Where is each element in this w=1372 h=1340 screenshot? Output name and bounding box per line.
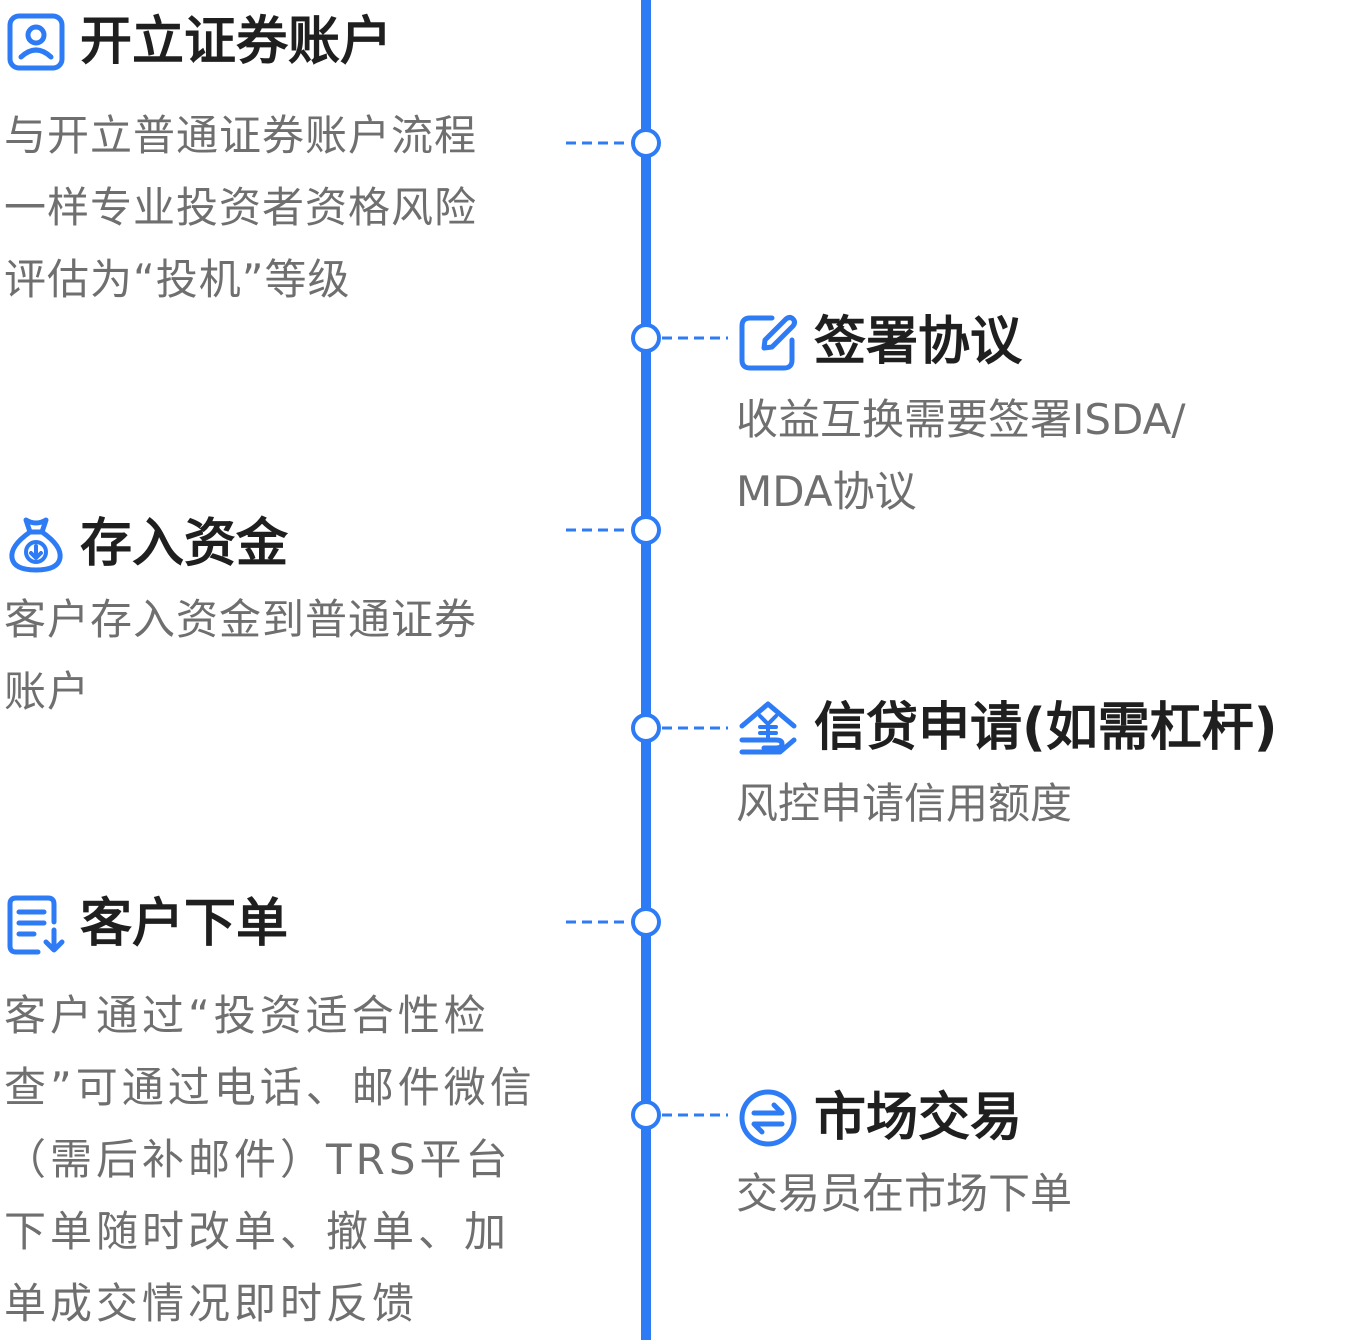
- node-6: [631, 1100, 661, 1130]
- step-open-account: 开立证券账户 与开立普通证券账户流程 一样专业投资者资格风险 评估为“投机”等级: [4, 6, 564, 316]
- step-credit-application: 信贷申请(如需杠杆) 风控申请信用额度: [736, 692, 1356, 840]
- user-profile-icon: [7, 13, 65, 71]
- step-head: 客户下单: [4, 888, 564, 960]
- node-4: [631, 713, 661, 743]
- step-title: 签署协议: [814, 312, 1023, 372]
- step-sign-agreement: 签署协议 收益互换需要签署ISDA/ MDA协议: [736, 306, 1356, 528]
- step-deposit-funds: 存入资金 客户存入资金到普通证券 账户: [4, 508, 564, 728]
- step-description: 客户通过“投资适合性检 查”可通过电话、邮件微信 （需后补邮件）TRS平台 下单…: [4, 991, 536, 1328]
- step-description: 交易员在市场下单: [736, 1169, 1073, 1218]
- yuan-house-icon: [739, 701, 797, 755]
- edit-document-icon: [739, 315, 797, 371]
- step-title: 开立证券账户: [80, 12, 393, 72]
- node-3: [631, 515, 661, 545]
- order-list-icon: [7, 895, 65, 955]
- step-head: 开立证券账户: [4, 6, 564, 78]
- step-head: 信贷申请(如需杠杆): [736, 692, 1356, 764]
- node-5: [631, 907, 661, 937]
- exchange-circle-icon: [739, 1089, 797, 1147]
- step-head: 签署协议: [736, 306, 1356, 378]
- step-description: 客户存入资金到普通证券 账户: [4, 595, 478, 716]
- step-client-order: 客户下单 客户通过“投资适合性检 查”可通过电话、邮件微信 （需后补邮件）TRS…: [4, 888, 564, 1340]
- node-2: [631, 323, 661, 353]
- money-bag-icon: [9, 517, 63, 573]
- step-description: 风控申请信用额度: [736, 779, 1073, 828]
- step-head: 存入资金: [4, 508, 564, 580]
- step-description: 与开立普通证券账户流程 一样专业投资者资格风险 评估为“投机”等级: [4, 111, 478, 304]
- step-title: 市场交易: [814, 1088, 1023, 1148]
- step-title: 客户下单: [80, 894, 289, 954]
- step-market-trading: 市场交易 交易员在市场下单: [736, 1082, 1356, 1230]
- step-head: 市场交易: [736, 1082, 1356, 1154]
- step-title: 信贷申请(如需杠杆): [814, 698, 1278, 758]
- node-1: [631, 128, 661, 158]
- step-description: 收益互换需要签署ISDA/ MDA协议: [736, 395, 1186, 516]
- step-title: 存入资金: [80, 514, 289, 574]
